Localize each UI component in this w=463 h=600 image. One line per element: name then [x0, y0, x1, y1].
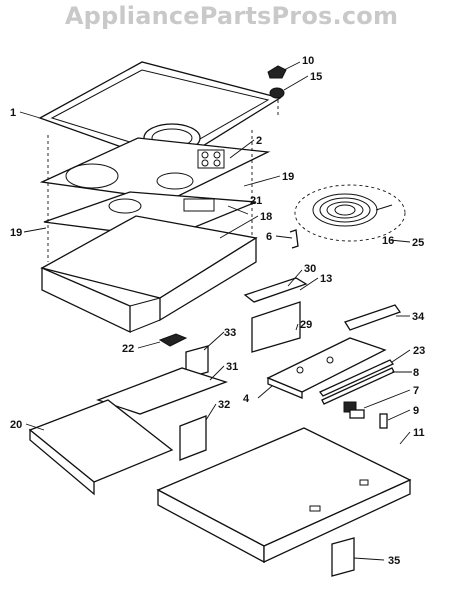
callout-33: 33 — [224, 327, 236, 339]
callout-1: 1 — [10, 107, 16, 119]
callout-10: 10 — [302, 55, 314, 67]
watermark-text: AppliancePartsPros.com — [64, 2, 399, 30]
callout-16: 16 — [382, 235, 394, 247]
callout-7: 7 — [413, 385, 419, 397]
part-31-side-panel — [96, 367, 228, 415]
part-32-bracket — [179, 415, 207, 461]
part-4-base-plate — [266, 337, 387, 399]
callout-4: 4 — [243, 393, 250, 405]
callout-19-right: 19 — [282, 171, 294, 183]
callout-6: 6 — [266, 231, 272, 243]
callout-32: 32 — [218, 399, 230, 411]
part-11-housing — [156, 427, 412, 564]
callout-35: 35 — [388, 555, 400, 567]
callout-leaders — [19, 61, 412, 561]
part-22-terminal-block — [158, 333, 188, 347]
callout-34: 34 — [412, 311, 425, 323]
part-7-switch — [343, 401, 388, 429]
callout-labels: 1 2 4 6 7 8 9 10 11 13 15 16 18 19 19 20… — [10, 55, 425, 567]
callout-25: 25 — [412, 237, 424, 249]
callout-31: 31 — [226, 361, 238, 373]
callout-9: 9 — [413, 405, 419, 417]
part-34-bar — [344, 304, 402, 331]
callout-8: 8 — [413, 367, 419, 379]
callout-2: 2 — [256, 135, 262, 147]
callout-29: 29 — [300, 319, 312, 331]
callout-13: 13 — [320, 273, 332, 285]
callout-11: 11 — [413, 427, 425, 439]
part-2-glass-top — [39, 137, 271, 201]
part-30-bracket — [243, 277, 308, 303]
callout-15: 15 — [310, 71, 322, 83]
callout-18: 18 — [260, 211, 272, 223]
part-29-bracket — [251, 301, 301, 353]
part-10-knob — [267, 65, 287, 99]
callout-19-left: 19 — [10, 227, 22, 239]
part-18-chassis-frame — [40, 215, 258, 334]
part-20-bottom-panel — [28, 399, 174, 496]
part-6-clip — [289, 229, 299, 249]
part-35-mount-bracket — [331, 537, 355, 577]
part-16-coil-element — [294, 184, 406, 242]
callout-30: 30 — [304, 263, 316, 275]
callout-23: 23 — [413, 345, 425, 357]
callout-20: 20 — [10, 419, 22, 431]
callout-22: 22 — [122, 343, 134, 355]
callout-21: 21 — [250, 195, 262, 207]
